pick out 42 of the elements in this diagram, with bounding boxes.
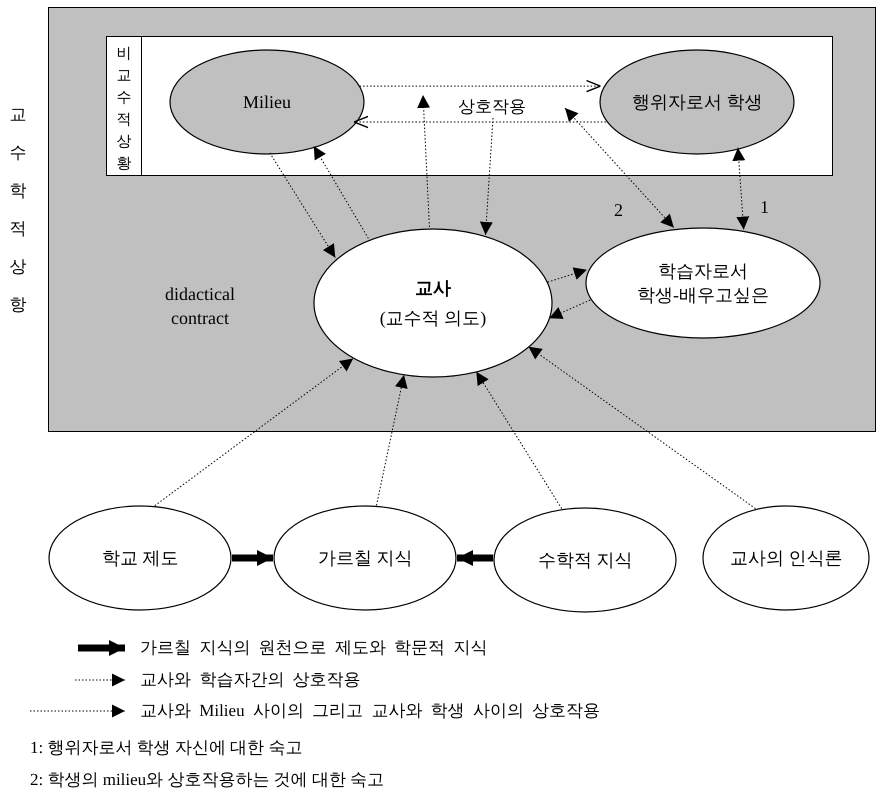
- arrow: [154, 358, 354, 506]
- node-text: 수학적 지식: [538, 548, 632, 572]
- inner-panel: [106, 36, 833, 176]
- oval-node: [169, 49, 365, 155]
- node-text: 교사의 인식론: [728, 546, 844, 570]
- arrow: [548, 300, 591, 319]
- footnote: 2: 학생의 milieu와 상호작용하는 것에 대한 숙고: [30, 769, 384, 791]
- arrow: [353, 116, 606, 128]
- arrow: [313, 146, 369, 239]
- oval-node: [273, 505, 457, 611]
- arrow: [376, 374, 408, 506]
- arrow: [359, 80, 602, 92]
- legend-text: 교사와 학습자간의 상호작용: [140, 669, 360, 691]
- oval-node: [313, 228, 553, 378]
- arrow: [417, 94, 430, 228]
- arrow: [476, 371, 562, 510]
- node-text: Milieu: [243, 90, 291, 114]
- oval-node: [585, 227, 821, 339]
- interaction-label: 상호작용: [450, 94, 534, 120]
- oval-node: [702, 505, 870, 611]
- node-text: (교수적 의도): [380, 307, 486, 330]
- arrow: [232, 550, 273, 566]
- node-text: 행위자로서 학생: [630, 90, 764, 114]
- node-title: 교사: [415, 276, 451, 300]
- arrow: [564, 108, 674, 228]
- node-text: 가르칠 지식: [318, 546, 412, 570]
- vertical-heading: 교수학적상항: [8, 104, 28, 316]
- oval-node: [48, 505, 232, 611]
- node-text: 학습자로서 학생-배우고싶은: [636, 260, 770, 307]
- arrow: [732, 147, 750, 230]
- arrow: [528, 346, 756, 510]
- side-note: didactical contract: [164, 283, 236, 330]
- footnote: 1: 행위자로서 학생 자신에 대한 숙고: [30, 737, 302, 759]
- arrow: [457, 550, 494, 566]
- arrow: [269, 152, 336, 258]
- legend-text: 교사와 Milieu 사이의 그리고 교사와 학생 사이의 상호작용: [140, 700, 600, 722]
- arrow: [480, 118, 494, 236]
- legend-text: 가르칠 지식의 원천으로 제도와 학문적 지식: [140, 637, 488, 659]
- oval-node: [599, 49, 795, 155]
- arrow: [547, 267, 588, 283]
- oval-node: [493, 507, 677, 613]
- node-text: 학교 제도: [102, 546, 178, 570]
